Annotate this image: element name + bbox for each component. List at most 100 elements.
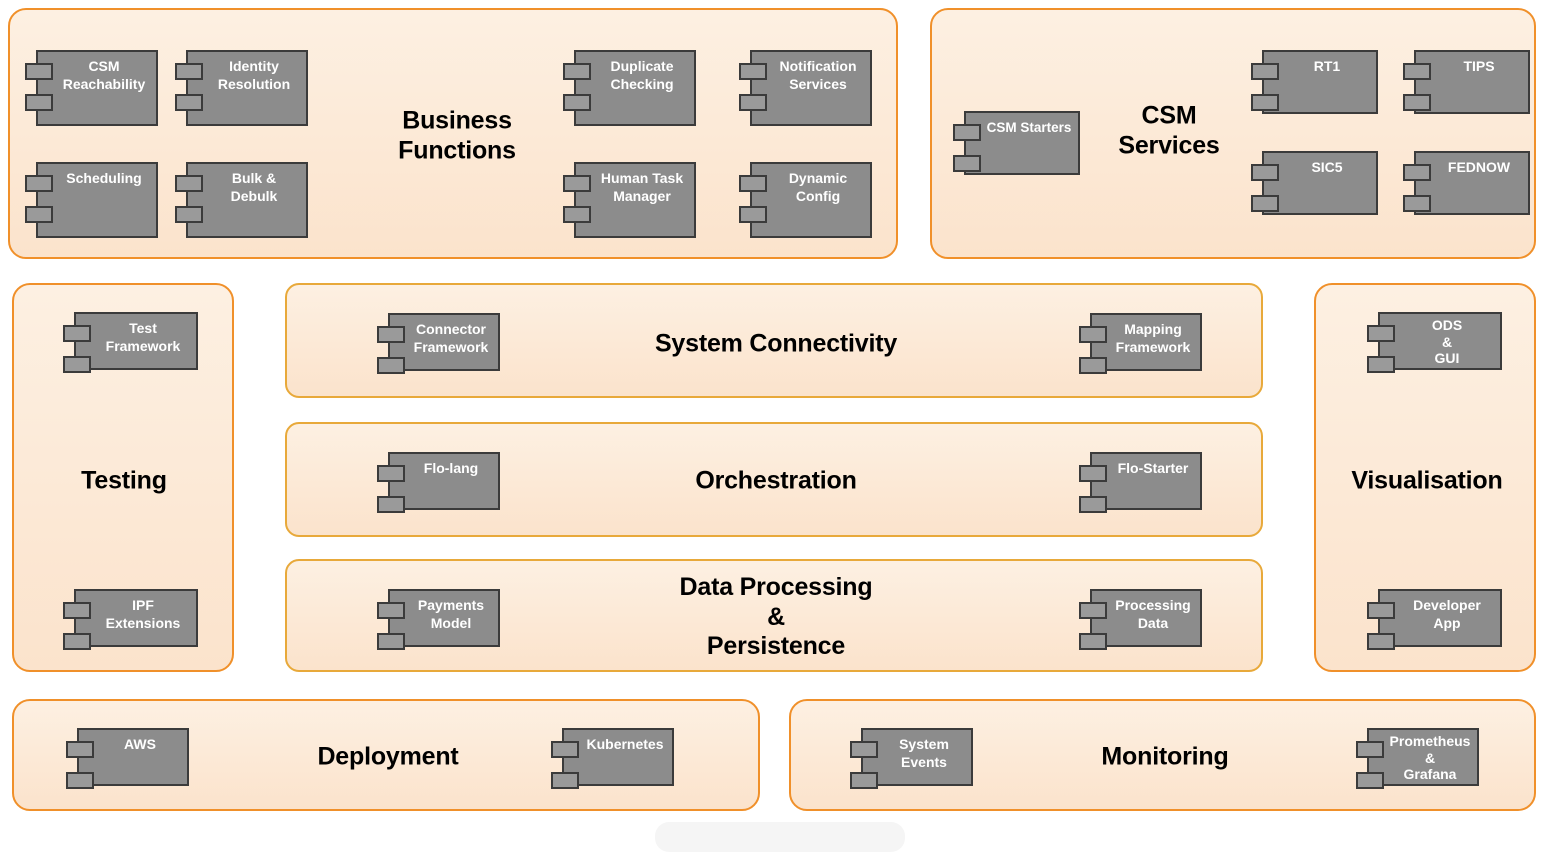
port-bottom <box>175 206 203 223</box>
component-ports <box>850 741 878 789</box>
component-ports <box>1251 164 1279 212</box>
port-top <box>25 63 53 80</box>
component-ports <box>63 325 91 373</box>
component-human-task-manager[interactable]: Human Task Manager <box>563 162 696 238</box>
panel-title-monitoring: Monitoring <box>1101 742 1229 771</box>
component-bulk-debulk[interactable]: Bulk & Debulk <box>175 162 308 238</box>
panel-title-business-functions: Business Functions <box>398 106 516 165</box>
panel-visualisation[interactable]: Visualisation ODS & GUI Developer App <box>1314 283 1536 672</box>
port-top <box>1251 164 1279 181</box>
port-top <box>1403 164 1431 181</box>
component-label: Connector Framework <box>413 321 489 355</box>
port-top <box>1079 602 1107 619</box>
panel-orchestration[interactable]: Orchestration Flo-lang Flo-Starter <box>285 422 1263 537</box>
panel-title-visualisation: Visualisation <box>1351 466 1503 495</box>
panel-system-connectivity[interactable]: System Connectivity Connector Framework … <box>285 283 1263 398</box>
component-ports <box>377 326 405 374</box>
component-csm-reachability[interactable]: CSM Reachability <box>25 50 158 126</box>
component-label: Kubernetes <box>586 736 664 752</box>
port-bottom <box>1079 633 1107 650</box>
port-bottom <box>739 206 767 223</box>
component-label: Developer App <box>1413 597 1481 631</box>
port-bottom <box>63 633 91 650</box>
component-ports <box>563 175 591 223</box>
panel-monitoring[interactable]: Monitoring System Events Prometheus & Gr… <box>789 699 1536 811</box>
panel-title-data-processing-persistence: Data Processing & Persistence <box>679 572 873 660</box>
component-label: IPF Extensions <box>105 597 181 631</box>
component-flo-starter[interactable]: Flo-Starter <box>1079 452 1202 513</box>
component-aws[interactable]: AWS <box>66 728 189 789</box>
port-bottom <box>551 772 579 789</box>
panel-title-csm-services: CSM Services <box>1118 101 1220 160</box>
component-kubernetes[interactable]: Kubernetes <box>551 728 674 789</box>
component-ods-gui[interactable]: ODS & GUI <box>1367 312 1502 373</box>
component-ports <box>1079 326 1107 374</box>
component-flo-lang[interactable]: Flo-lang <box>377 452 500 513</box>
component-sic5[interactable]: SIC5 <box>1251 151 1378 215</box>
port-bottom <box>850 772 878 789</box>
panel-business-functions[interactable]: Business Functions CSM Reachability Iden… <box>8 8 898 259</box>
component-tips[interactable]: TIPS <box>1403 50 1530 114</box>
component-developer-app[interactable]: Developer App <box>1367 589 1502 650</box>
port-bottom <box>1079 357 1107 374</box>
component-csm-starters[interactable]: CSM Starters <box>953 111 1080 175</box>
component-label: AWS <box>124 736 156 752</box>
port-top <box>377 326 405 343</box>
port-bottom <box>1251 94 1279 111</box>
component-label: TIPS <box>1463 58 1495 74</box>
component-label: Scheduling <box>66 170 142 186</box>
component-fednow[interactable]: FEDNOW <box>1403 151 1530 215</box>
port-top <box>175 175 203 192</box>
port-top <box>739 63 767 80</box>
component-duplicate-checking[interactable]: Duplicate Checking <box>563 50 696 126</box>
component-prometheus-grafana[interactable]: Prometheus & Grafana <box>1356 728 1479 789</box>
component-ports <box>25 63 53 111</box>
port-top <box>1079 465 1107 482</box>
component-connector-framework[interactable]: Connector Framework <box>377 313 500 374</box>
panel-deployment[interactable]: Deployment AWS Kubernetes <box>12 699 760 811</box>
component-mapping-framework[interactable]: Mapping Framework <box>1079 313 1202 374</box>
port-top <box>1356 741 1384 758</box>
port-bottom <box>25 206 53 223</box>
component-ports <box>25 175 53 223</box>
component-label: Bulk & Debulk <box>230 170 278 204</box>
port-top <box>63 325 91 342</box>
port-top <box>1367 325 1395 342</box>
port-top <box>63 602 91 619</box>
component-processing-data[interactable]: Processing Data <box>1079 589 1202 650</box>
port-top <box>377 465 405 482</box>
component-dynamic-config[interactable]: Dynamic Config <box>739 162 872 238</box>
port-bottom <box>563 94 591 111</box>
component-ipf-extensions[interactable]: IPF Extensions <box>63 589 198 650</box>
component-label: System Events <box>899 736 949 770</box>
port-bottom <box>377 496 405 513</box>
port-top <box>563 175 591 192</box>
component-notification-services[interactable]: Notification Services <box>739 50 872 126</box>
component-payments-model[interactable]: Payments Model <box>377 589 500 650</box>
port-bottom <box>953 155 981 172</box>
component-label: Human Task Manager <box>600 170 684 204</box>
component-label: Duplicate Checking <box>610 58 674 92</box>
panel-testing[interactable]: Testing Test Framework IPF Extensions <box>12 283 234 672</box>
port-bottom <box>1403 195 1431 212</box>
component-ports <box>1367 325 1395 373</box>
component-label: Dynamic Config <box>788 170 848 204</box>
component-scheduling[interactable]: Scheduling <box>25 162 158 238</box>
component-label: SIC5 <box>1311 159 1343 175</box>
panel-data-processing-persistence[interactable]: Data Processing & Persistence Payments M… <box>285 559 1263 672</box>
component-test-framework[interactable]: Test Framework <box>63 312 198 373</box>
port-top <box>1367 602 1395 619</box>
port-top <box>66 741 94 758</box>
panel-csm-services[interactable]: CSM Services CSM Starters RT1 TIPS SIC5 <box>930 8 1536 259</box>
port-top <box>25 175 53 192</box>
port-top <box>1403 63 1431 80</box>
component-identity-resolution[interactable]: Identity Resolution <box>175 50 308 126</box>
panel-title-system-connectivity: System Connectivity <box>654 329 898 358</box>
panel-title-deployment: Deployment <box>317 742 459 771</box>
port-top <box>953 124 981 141</box>
component-ports <box>953 124 981 172</box>
component-rt1[interactable]: RT1 <box>1251 50 1378 114</box>
component-system-events[interactable]: System Events <box>850 728 973 789</box>
port-bottom <box>377 633 405 650</box>
component-ports <box>1079 602 1107 650</box>
